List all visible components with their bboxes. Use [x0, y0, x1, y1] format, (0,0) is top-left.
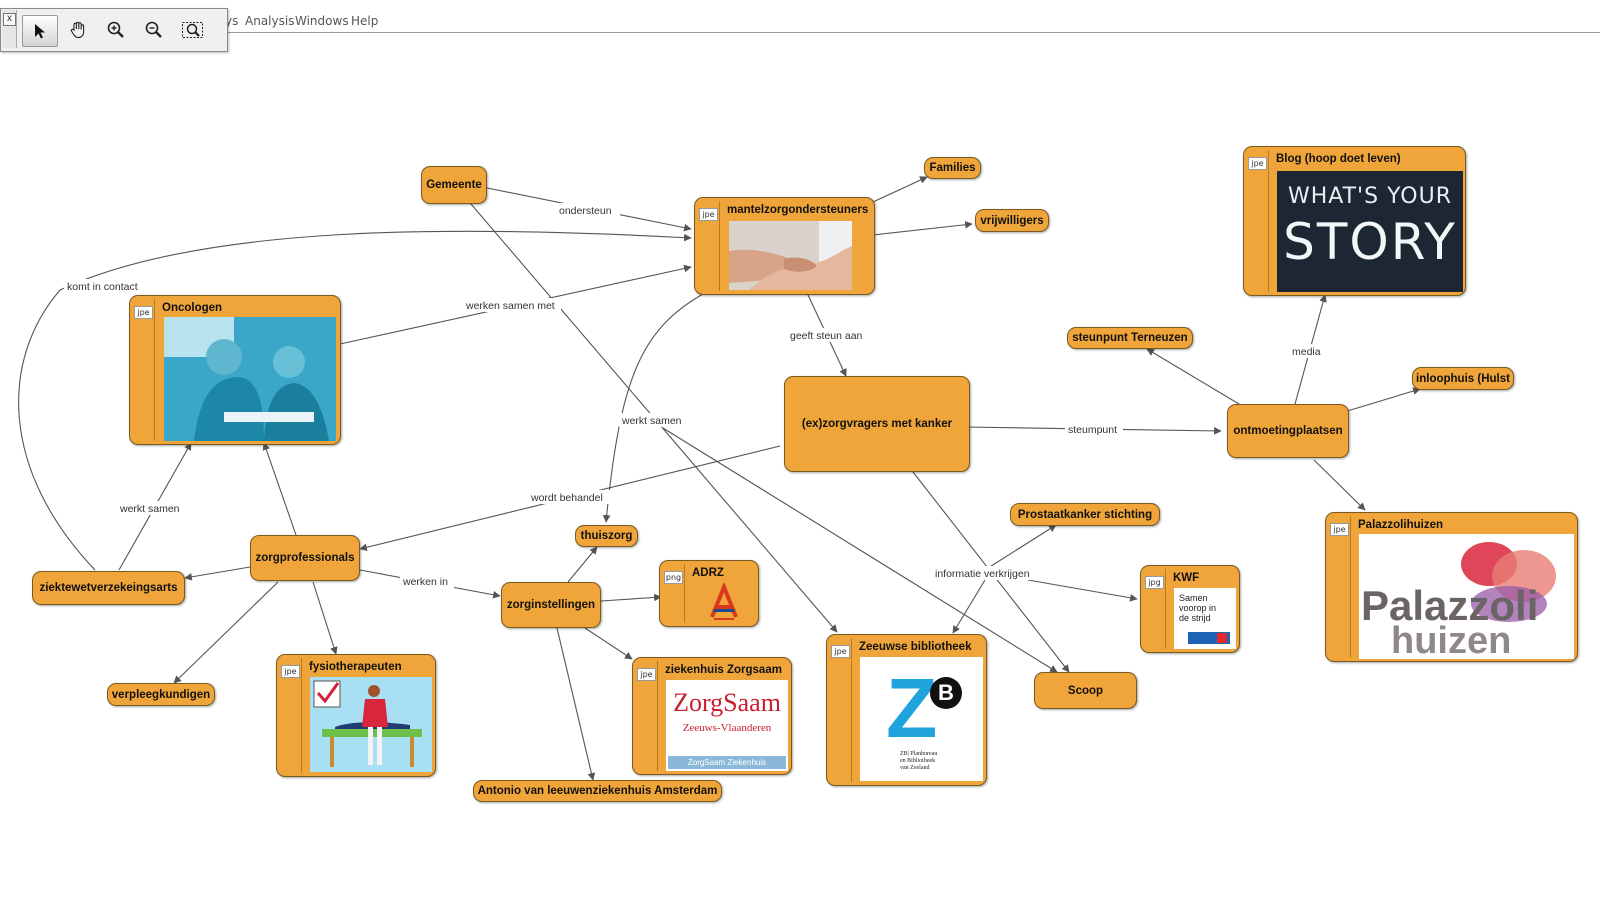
node-kwf[interactable]: jpg KWF Samen voorop in de strijd: [1140, 565, 1240, 653]
thumb-story-image: WHAT'S YOUR STORY: [1277, 171, 1463, 292]
edge-zorginstellingen-thuiszorg: [567, 546, 598, 583]
file-type-badge: jpg: [1145, 576, 1164, 589]
node-thuiszorg[interactable]: thuiszorg: [575, 525, 638, 547]
thumb-palazzoli-logo: Palazzoli huizen: [1359, 534, 1574, 659]
node-steunpunt-terneuzen[interactable]: steunpunt Terneuzen: [1067, 327, 1193, 349]
zoom-out-icon: [145, 21, 162, 38]
edge-mantelzorg-families: [872, 176, 928, 203]
edge-ontmoeting-steunpunt: [1146, 348, 1240, 405]
edge-zorgprof-verpleeg: [173, 581, 279, 684]
node-fysiotherapeuten[interactable]: jpe fysiotherapeuten: [276, 654, 436, 777]
arrow-cursor-icon: [35, 24, 45, 39]
node-mantelzorgondersteuners[interactable]: jpe mantelzorgondersteuners: [694, 197, 875, 295]
edge-zorgprof-fysio: [312, 581, 338, 655]
edge-zorginstellingen-adrz: [600, 593, 662, 602]
edge-label-ondersteun: ondersteun: [559, 205, 612, 217]
thumb-adrz-logo: [698, 583, 750, 623]
edge-label-komt-in-contact: komt in contact: [67, 281, 138, 293]
zoom-out-button[interactable]: [137, 15, 171, 45]
edge-label-werken-samen-met: werken samen met: [465, 300, 555, 312]
thumb-zb-logo: Z B ZB| Planbureau en Bibliotheek van Ze…: [860, 657, 983, 781]
edge-zorginstellingen-antonio: [556, 627, 596, 781]
node-ziekenhuis-zorgsaam[interactable]: jpe ziekenhuis Zorgsaam ZorgSaam Zeeuws-…: [632, 657, 792, 775]
physiotherapy-icon: [310, 677, 432, 772]
edge-ziektewet-mantelzorg: [18, 230, 692, 571]
edge-ontmoeting-inloophuis: [1343, 387, 1421, 413]
edge-zorgprof-oncologen: [262, 442, 297, 536]
menu-item-analysis[interactable]: Analysis: [245, 14, 295, 28]
zoom-fit-icon: [182, 22, 203, 38]
node-palazzolihuizen[interactable]: jpe Palazzolihuizen Palazzoli huizen: [1325, 512, 1578, 662]
edge-label-steunpunt: steumpunt: [1068, 424, 1117, 436]
node-oncologen[interactable]: jpe Oncologen: [129, 295, 341, 445]
menu-item-windows[interactable]: Windows: [295, 14, 349, 28]
node-adrz[interactable]: png ADRZ: [659, 560, 759, 627]
edge-label-werken-in: werken in: [402, 576, 448, 588]
menu-bar: ys Analysis Windows Help: [0, 0, 1600, 33]
thumb-hands-image: [729, 221, 852, 290]
file-type-badge: jpe: [134, 306, 153, 319]
edge-info-prostaat: [987, 524, 1057, 569]
node-blog[interactable]: jpe Blog (hoop doet leven) WHAT'S YOUR S…: [1243, 146, 1466, 296]
surgeons-icon: [164, 317, 336, 441]
node-ziektewetverzekeingsarts[interactable]: ziektewetverzekeingsarts: [32, 571, 185, 605]
node-verpleegkundigen[interactable]: verpleegkundigen: [107, 683, 215, 706]
edge-info-kwf: [1027, 579, 1138, 602]
pan-tool-button[interactable]: [61, 15, 95, 45]
menu-item-help[interactable]: Help: [351, 14, 379, 28]
thumb-kwf-image: Samen voorop in de strijd: [1174, 588, 1236, 649]
file-type-badge: png: [664, 571, 683, 584]
edge-label-wordt-behandel: wordt behandel: [530, 492, 603, 504]
edge-label-werkt-samen-2: werkt samen: [119, 503, 180, 515]
edge-label-informatie-verkrijgen: informatie verkrijgen: [935, 568, 1030, 580]
thumb-surgeons-image: [164, 317, 336, 441]
file-type-badge: jpe: [831, 645, 850, 658]
node-antonio-ziekenhuis[interactable]: Antonio van leeuwenziekenhuis Amsterdam: [473, 780, 722, 802]
hand-icon: [70, 21, 85, 39]
node-families[interactable]: Families: [924, 157, 981, 179]
edge-zorginstellingen-zorgsaam: [584, 627, 633, 660]
zoom-in-button[interactable]: [99, 15, 133, 45]
node-scoop[interactable]: Scoop: [1034, 672, 1137, 709]
file-type-badge: jpe: [1248, 157, 1267, 170]
close-icon[interactable]: x: [3, 13, 16, 26]
node-zorgprofessionals[interactable]: zorgprofessionals: [250, 535, 360, 581]
edge-mantelzorg-vrijwilligers: [872, 220, 973, 236]
node-inloophuis[interactable]: inloophuis (Hulst: [1412, 367, 1514, 390]
adrz-logo-icon: [710, 583, 738, 620]
file-type-badge: jpe: [281, 665, 300, 678]
thumb-physio-image: [310, 677, 432, 772]
file-type-badge: jpe: [637, 668, 656, 681]
edge-mantelzorg-thuiszorg: [602, 293, 704, 523]
node-ontmoetingplaatsen[interactable]: ontmoetingplaatsen: [1227, 404, 1349, 458]
zoom-in-icon: [107, 21, 124, 38]
kwf-logo-icon: [1188, 632, 1230, 644]
node-zorginstellingen[interactable]: zorginstellingen: [501, 582, 601, 628]
thumb-zorgsaam-logo: ZorgSaam Zeeuws-Vlaanderen ZorgSaam Ziek…: [666, 680, 788, 771]
zoom-fit-button[interactable]: [176, 15, 210, 45]
flower-logo-icon: [1461, 542, 1556, 622]
tool-palette: x: [0, 8, 228, 52]
edge-info-zeeuwse: [952, 574, 989, 634]
edge-label-werkt-samen: werkt samen: [621, 415, 682, 427]
select-tool-button[interactable]: [22, 15, 58, 47]
node-gemeente[interactable]: Gemeente: [421, 166, 487, 204]
edge-label-geeft-steun-aan: geeft steun aan: [790, 330, 863, 342]
node-prostaatkanker-stichting[interactable]: Prostaatkanker stichting: [1010, 503, 1160, 526]
tool-palette-close[interactable]: x: [2, 10, 17, 48]
file-type-badge: jpe: [1330, 523, 1349, 536]
edge-ontmoeting-palazzoli: [1313, 459, 1366, 511]
menu-item-ways[interactable]: ys: [225, 14, 239, 28]
file-type-badge: jpe: [699, 208, 718, 221]
node-vrijwilligers[interactable]: vrijwilligers: [975, 209, 1049, 232]
node-exzorgvragers[interactable]: (ex)zorgvragers met kanker: [784, 376, 970, 472]
edge-label-media: media: [1292, 346, 1321, 358]
holding-hands-icon: [729, 221, 852, 290]
node-zeeuwse-bibliotheek[interactable]: jpe Zeeuwse bibliotheek Z B ZB| Planbure…: [826, 634, 987, 786]
edge-zorgprof-ziektewet: [184, 566, 251, 581]
edge-zorgsamen-scoop: [662, 427, 1058, 673]
